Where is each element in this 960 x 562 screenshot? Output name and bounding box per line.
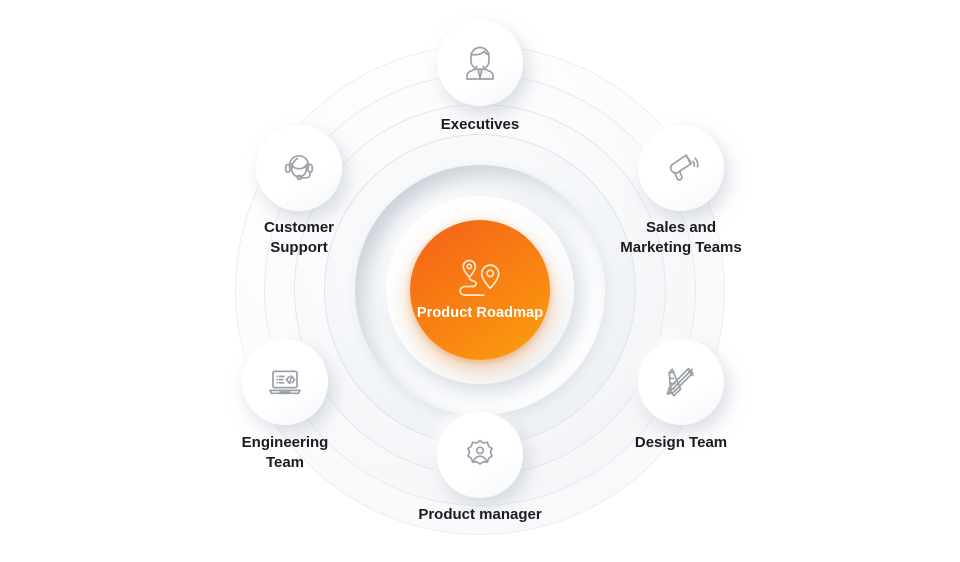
node-label-sales-marketing-teams: Sales and Marketing Teams: [620, 219, 742, 256]
route-map-pins-icon: [459, 259, 500, 297]
ruler-pencil-icon: [666, 367, 694, 397]
node-label-executives: Executives: [440, 116, 520, 133]
node-label-customer-support: Customer Support: [263, 219, 334, 256]
node-label-design-team: Design Team: [634, 434, 728, 451]
node-label-engineering-team: Engineering Team: [241, 434, 329, 471]
node-engineering-team[interactable]: [242, 339, 328, 425]
gear-person-icon: [467, 439, 493, 465]
node-product-manager[interactable]: [437, 412, 523, 498]
node-executives[interactable]: [437, 20, 523, 106]
megaphone-icon: [669, 154, 699, 181]
node-design-team[interactable]: [638, 339, 724, 425]
node-customer-support[interactable]: [256, 125, 342, 211]
headset-agent-icon: [284, 154, 314, 181]
center-node-label: Product Roadmap: [416, 305, 544, 322]
node-label-product-manager: Product manager: [418, 506, 542, 523]
node-sales-marketing-teams[interactable]: [638, 125, 724, 211]
businessman-tie-icon: [466, 46, 494, 80]
laptop-code-icon: [269, 370, 301, 395]
center-node-product-roadmap[interactable]: Product Roadmap: [410, 220, 550, 360]
